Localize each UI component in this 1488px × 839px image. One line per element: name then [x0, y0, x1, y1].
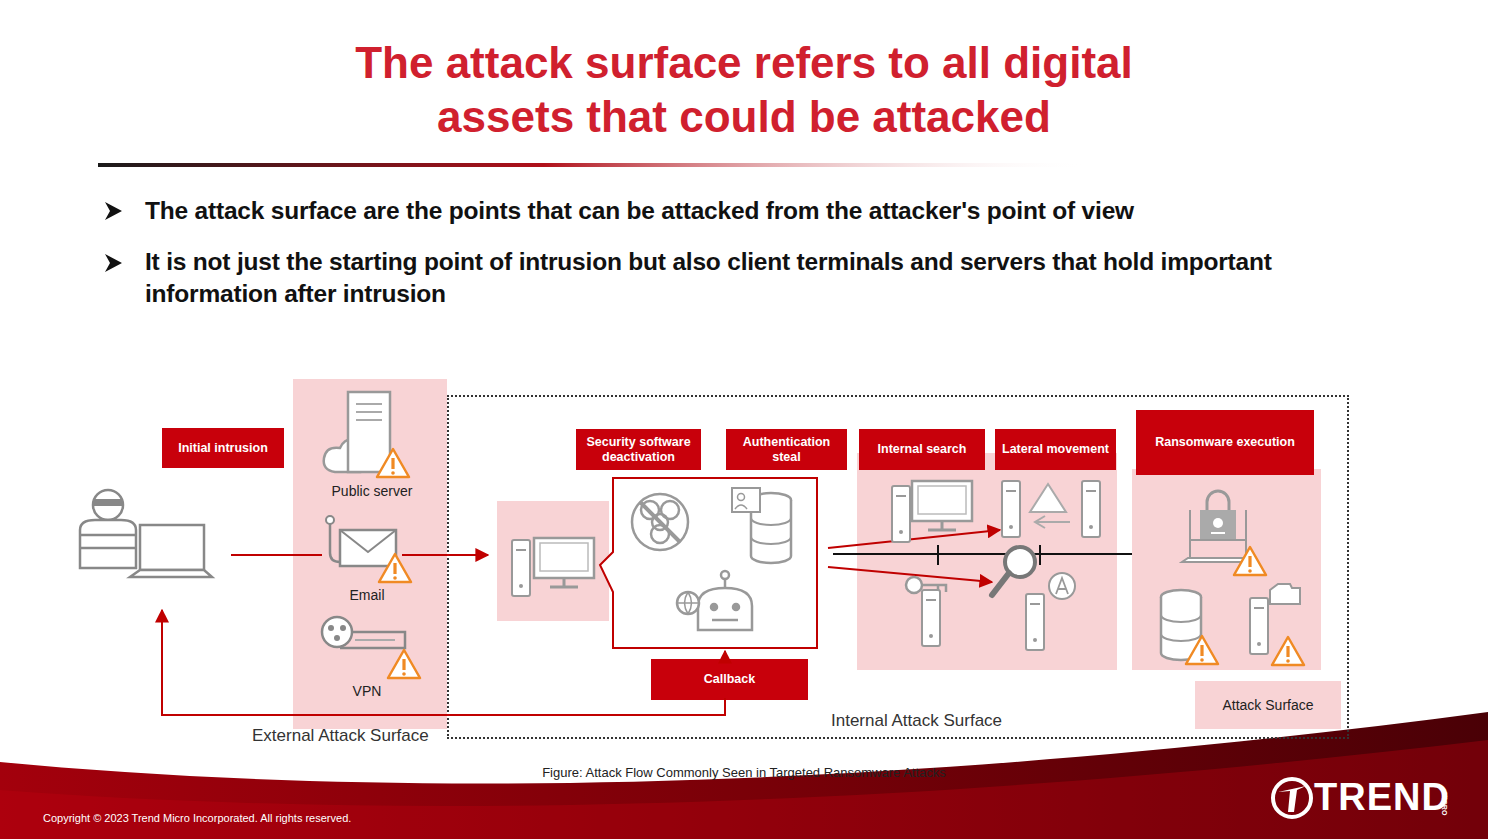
- vpn-icon: [322, 617, 420, 678]
- region-label: Internal Attack Surface: [831, 711, 1002, 731]
- title-rule: [98, 163, 1088, 167]
- step-label: Security software deactivation: [582, 435, 695, 465]
- public-server-icon: [324, 392, 409, 477]
- step-box: Ransomware execution: [1136, 410, 1314, 475]
- step-box: Initial intrusion: [162, 428, 284, 468]
- icon-label: VPN: [317, 683, 417, 699]
- footer-swoosh: [0, 712, 1488, 839]
- network-line: [1039, 545, 1041, 565]
- step-label: Callback: [704, 672, 755, 687]
- attacker-figure: [80, 490, 212, 577]
- region-label: External Attack Surface: [252, 726, 429, 746]
- footer-swoosh: [0, 740, 1488, 839]
- bullet-text: The attack surface are the points that c…: [145, 195, 1445, 227]
- icon-label: Email: [317, 587, 417, 603]
- attack-surface-panel: [857, 453, 1117, 670]
- ransomware-icon: [1161, 491, 1304, 665]
- credential-db-icon: [732, 488, 791, 563]
- email-icon: [326, 516, 411, 582]
- callout-box: [600, 478, 817, 648]
- figure-caption: Figure: Attack Flow Commonly Seen in Tar…: [444, 765, 1044, 780]
- copyright: Copyright © 2023 Trend Micro Incorporate…: [43, 812, 543, 824]
- step-label: Lateral movement: [1002, 442, 1109, 457]
- step-box: Security software deactivation: [576, 429, 701, 470]
- step-label: Initial intrusion: [178, 441, 268, 456]
- step-label: Ransomware execution: [1155, 435, 1295, 450]
- bullet-arrow: [105, 202, 122, 220]
- attack-arrow: [231, 554, 322, 556]
- callback-arrow: [162, 610, 725, 715]
- callback-arrow: [724, 651, 726, 657]
- client-pc-icon: [512, 538, 594, 596]
- step-label: Internal search: [878, 442, 967, 457]
- security-disabled-icon: [632, 494, 688, 550]
- step-label: Authentication steal: [732, 435, 841, 465]
- attack-arrow: [402, 554, 488, 556]
- slide-title: The attack surface refers to all digital…: [344, 36, 1144, 144]
- step-box: Authentication steal: [726, 429, 847, 470]
- legend-text: Attack Surface: [1222, 697, 1313, 713]
- legend-swatch: Attack Surface: [1195, 681, 1341, 729]
- bot-icon: [677, 571, 752, 630]
- step-box: Lateral movement: [995, 429, 1116, 470]
- bullet-text: It is not just the starting point of int…: [145, 246, 1305, 310]
- network-line: [937, 545, 939, 565]
- trend-logo-mark: [1273, 779, 1311, 817]
- internal-servers-icon: [892, 481, 1100, 650]
- icon-label: Public server: [317, 483, 427, 499]
- network-line: [833, 553, 1132, 555]
- attack-surface-panel: [497, 501, 609, 621]
- logo-sub: MICRO: [1441, 792, 1448, 832]
- attack-arrow: [828, 530, 1000, 548]
- step-box: Callback: [651, 659, 808, 700]
- step-box: Internal search: [859, 429, 985, 470]
- attack-surface-panel: [1132, 469, 1321, 670]
- bullet-arrow: [105, 254, 122, 272]
